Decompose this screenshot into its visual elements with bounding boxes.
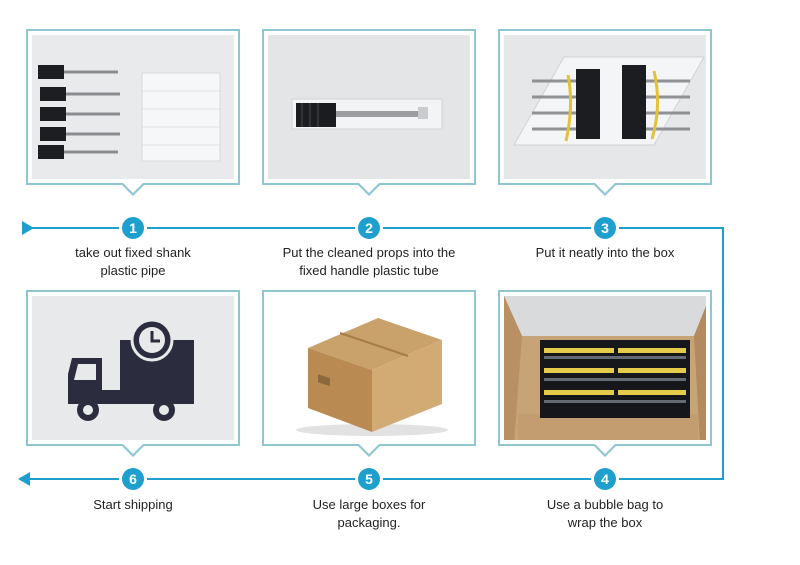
step-badge-6: 6	[122, 468, 144, 490]
step-caption-line: Put it neatly into the box	[535, 245, 675, 260]
photo-frame-step-2	[262, 29, 476, 185]
step-caption-line: Use large boxes for	[312, 497, 426, 512]
step-caption-5: Use large boxes for packaging.	[259, 496, 479, 532]
step-caption-line: Start shipping	[93, 497, 173, 512]
frame-pointer-inner	[123, 444, 143, 454]
step-caption-line: wrap the box	[567, 515, 643, 530]
photo-tools-beside-tubes	[32, 35, 234, 179]
step-badge-3: 3	[594, 217, 616, 239]
photo-frame-step-6	[26, 290, 240, 446]
frame-pointer-inner	[595, 444, 615, 454]
truck-clock-panel	[32, 296, 234, 440]
step-caption-line: take out fixed shank	[75, 245, 191, 260]
frame-pointer-inner	[359, 183, 379, 193]
step-badge-4: 4	[594, 468, 616, 490]
step-badge-1: 1	[122, 217, 144, 239]
frame-pointer-inner	[595, 183, 615, 193]
photo-frame-step-1	[26, 29, 240, 185]
truck-clock-icon	[68, 318, 194, 421]
photo-frame-step-3	[498, 29, 712, 185]
frame-pointer-inner	[123, 183, 143, 193]
photo-frame-step-4	[498, 290, 712, 446]
step-caption-6: Start shipping	[23, 496, 243, 514]
step-caption-line: Put the cleaned props into the	[282, 245, 456, 260]
step-caption-3: Put it neatly into the box	[495, 244, 715, 262]
step-caption-line: Use a bubble bag to	[546, 497, 664, 512]
step-caption-line: fixed handle plastic tube	[299, 263, 439, 278]
photo-frame-step-5	[262, 290, 476, 446]
step-caption-4: Use a bubble bag to wrap the box	[495, 496, 715, 532]
step-badge-2: 2	[358, 217, 380, 239]
frame-pointer-inner	[359, 444, 379, 454]
step-caption-2: Put the cleaned props into the fixed han…	[259, 244, 479, 280]
flow-arrow-left-icon	[18, 472, 30, 486]
photo-cardboard-box	[268, 296, 470, 440]
step-caption-1: take out fixed shank plastic pipe	[23, 244, 243, 280]
step-caption-line: packaging.	[337, 515, 401, 530]
step-badge-5: 5	[358, 468, 380, 490]
flow-line-right	[722, 227, 724, 480]
photo-packed-box	[504, 296, 706, 440]
step-caption-line: plastic pipe	[100, 263, 166, 278]
photo-tool-in-tube	[268, 35, 470, 179]
flow-arrow-right-icon	[22, 221, 34, 235]
photo-tools-in-clear-box	[504, 35, 706, 179]
